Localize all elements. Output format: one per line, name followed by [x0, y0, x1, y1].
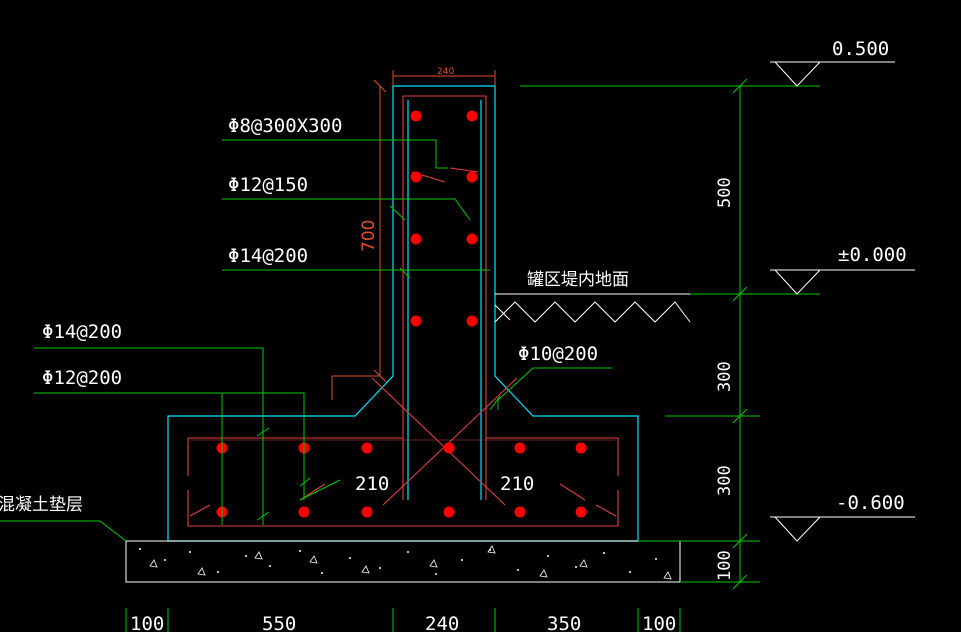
elevation-top: 0.500 — [832, 38, 889, 60]
ground-hatch — [494, 293, 691, 323]
elevation-bottom: -0.600 — [836, 492, 905, 514]
dim-bottom-3: 240 — [425, 613, 459, 632]
dim-wall-width-top: 240 — [437, 67, 454, 77]
dimension-labels: 240 700 500 300 300 100 210 210 100 550 … — [130, 67, 735, 632]
dim-wall-height: 700 — [359, 220, 379, 252]
dim-cover-left: 210 — [355, 473, 389, 495]
rebar-lines — [187, 95, 619, 527]
label-wall-vertical: Φ14@200 — [228, 245, 308, 267]
label-stirrup: Φ8@300X300 — [228, 115, 342, 137]
label-haunch: Φ10@200 — [518, 343, 598, 365]
dim-right-300-lower: 300 — [715, 465, 735, 496]
label-base-top: Φ14@200 — [42, 321, 122, 343]
dim-bottom-4: 350 — [547, 613, 581, 632]
red-dimensions — [331, 70, 496, 400]
dim-right-300-upper: 300 — [715, 361, 735, 392]
elevation-markers — [770, 61, 915, 542]
elevation-labels: 0.500 ±0.000 -0.600 — [832, 38, 907, 514]
dim-right-100: 100 — [715, 550, 735, 581]
dim-bottom-1: 100 — [130, 613, 164, 632]
rebar-labels: Φ8@300X300 Φ12@150 Φ14@200 Φ14@200 Φ12@2… — [42, 115, 598, 389]
ground-label: 罐区堤内地面 — [527, 270, 629, 290]
dim-bottom-2: 550 — [262, 613, 296, 632]
dim-right-500: 500 — [715, 177, 735, 208]
annotation-labels: 罐区堤内地面 混凝土垫层 — [0, 270, 629, 515]
label-wall-horizontal: Φ12@150 — [228, 174, 308, 196]
cushion-label: 混凝土垫层 — [0, 495, 83, 515]
label-base-bottom: Φ12@200 — [42, 367, 122, 389]
leader-lines — [0, 78, 820, 632]
concrete-cushion — [125, 540, 681, 583]
dim-cover-right: 210 — [500, 473, 534, 495]
rebar-dots — [216, 110, 587, 518]
elevation-ground: ±0.000 — [838, 244, 907, 266]
dim-bottom-5: 100 — [642, 613, 676, 632]
